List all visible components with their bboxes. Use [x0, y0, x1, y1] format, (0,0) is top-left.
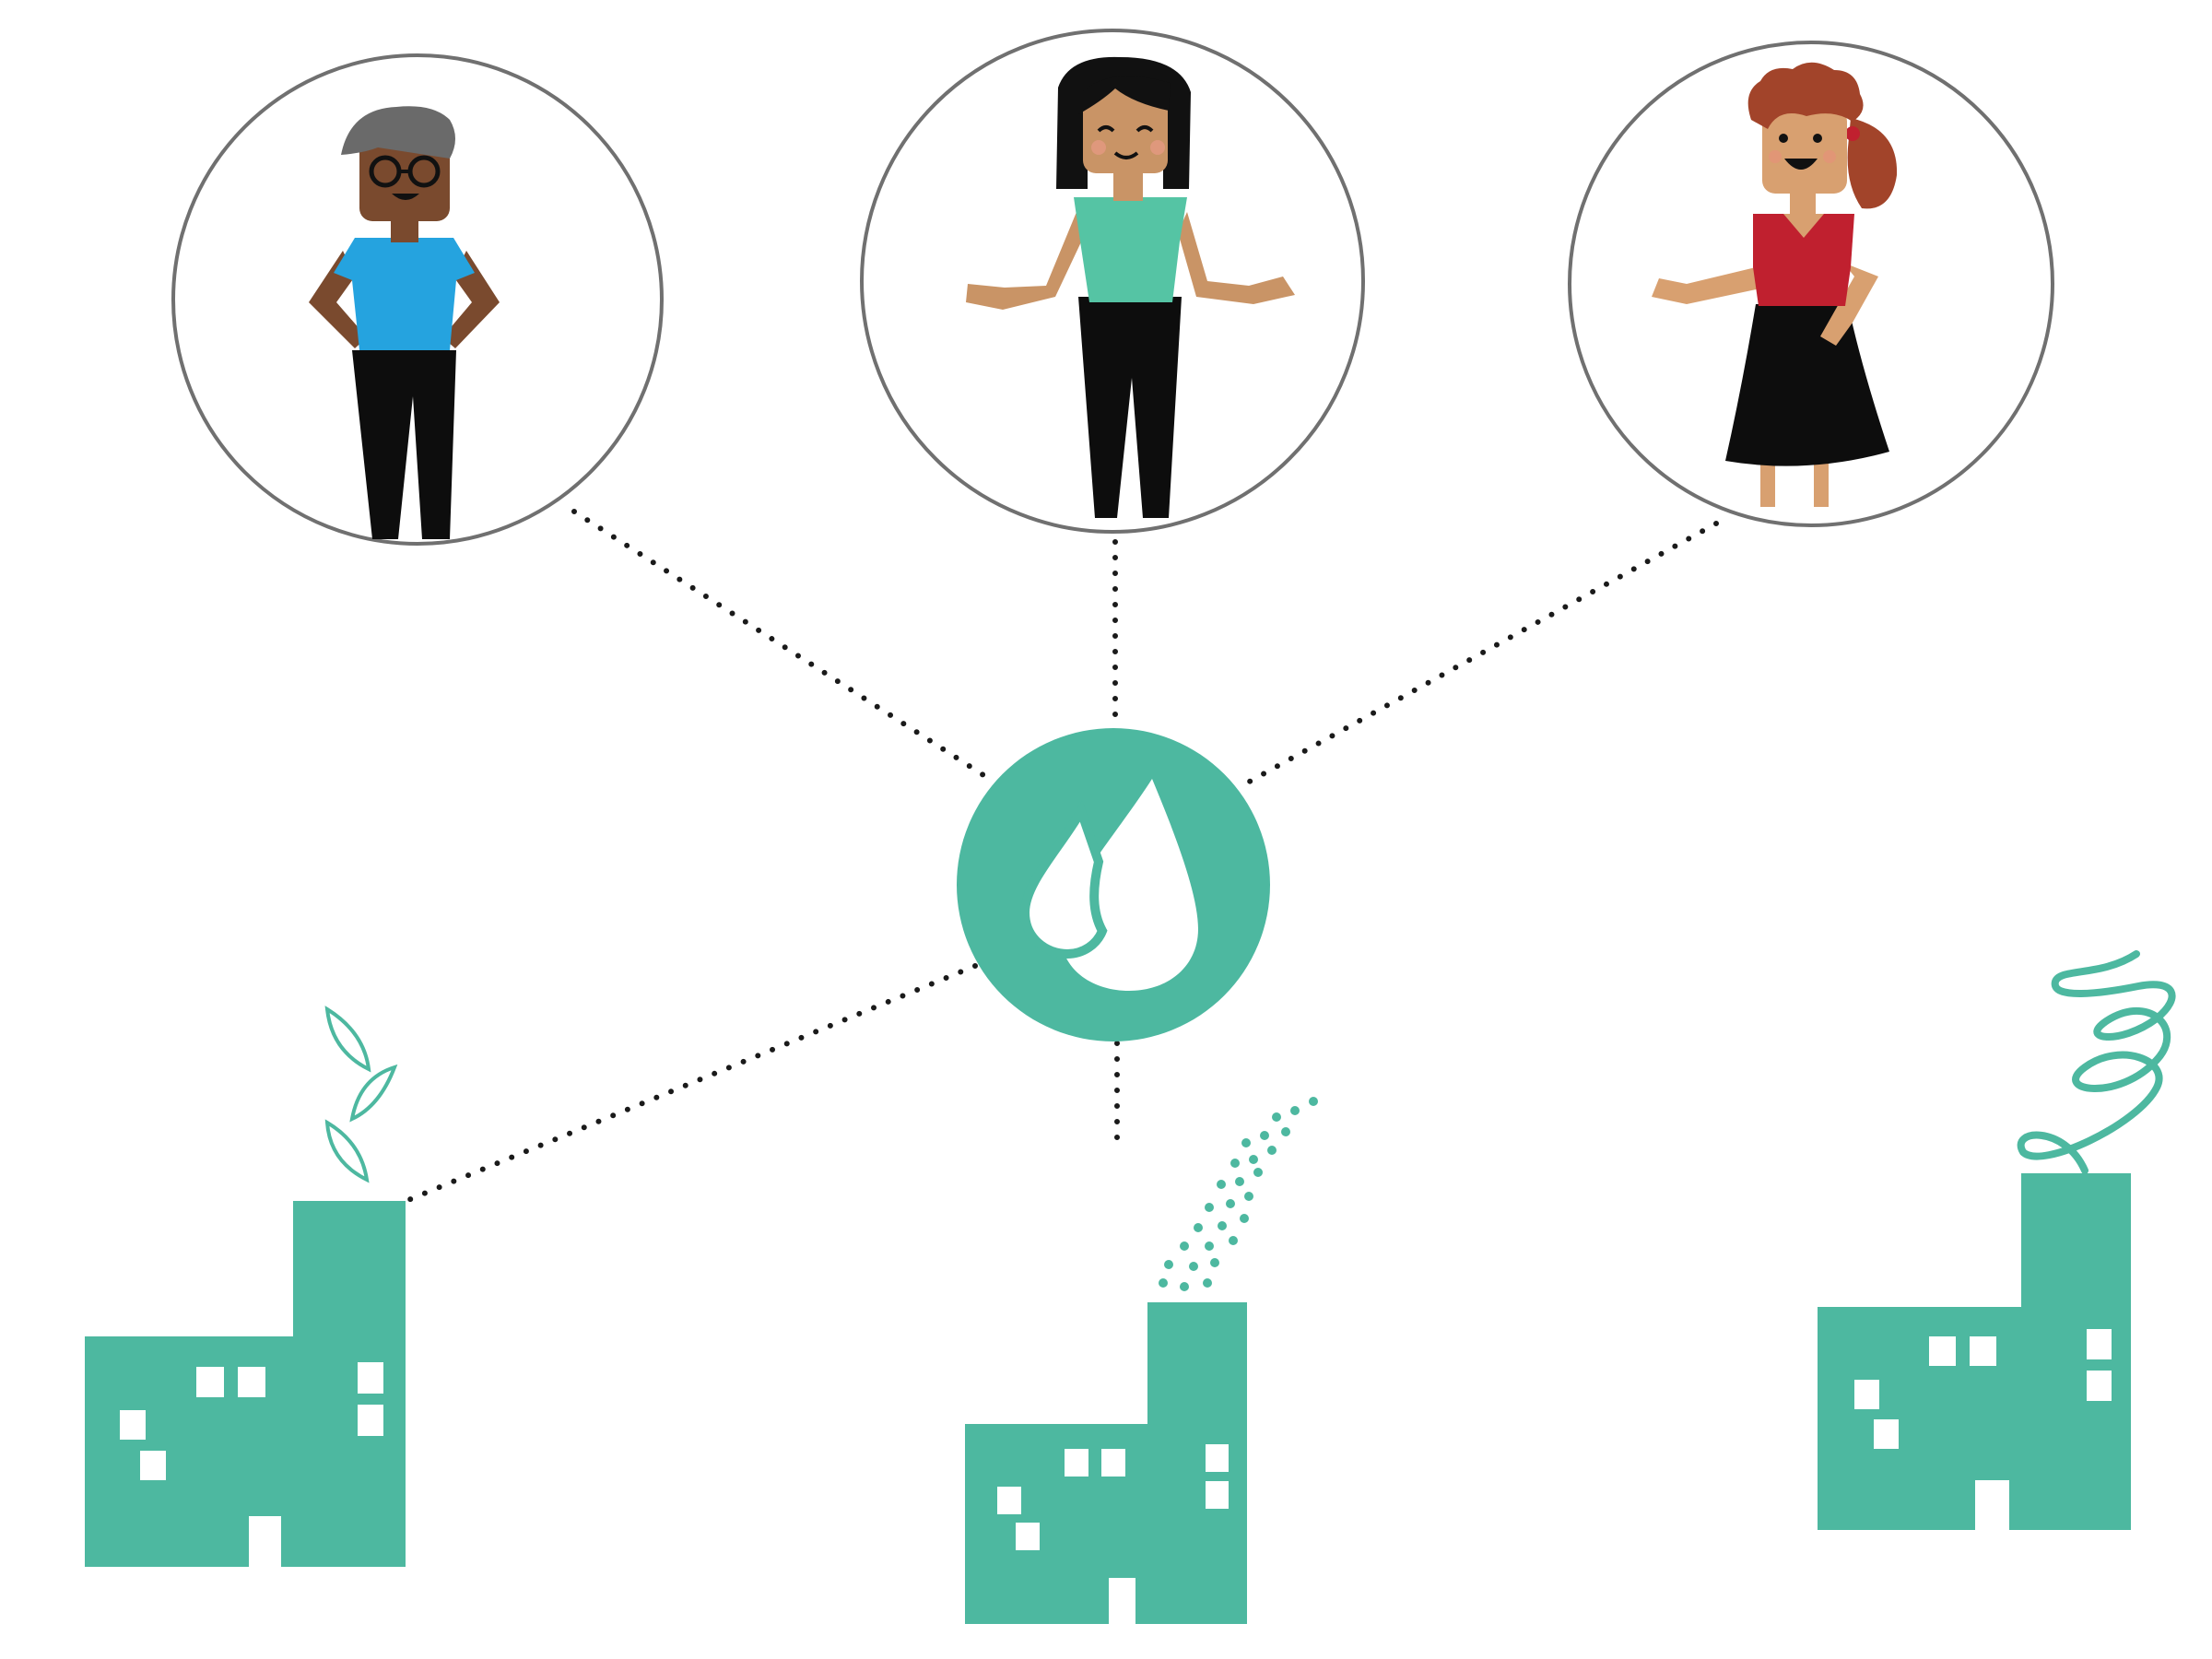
connector-factory-left — [406, 963, 978, 1203]
dots-emission-icon — [1159, 1097, 1318, 1291]
person-woman-curly-hair — [1568, 41, 2054, 527]
connector-person-right — [1243, 521, 1719, 786]
hub-node — [957, 728, 1270, 1041]
water-drops-icon — [1019, 779, 1198, 991]
person-red-dress-icon — [1652, 62, 1898, 507]
factory-windows-middle — [997, 1444, 1229, 1550]
person-older-man-glasses — [171, 53, 664, 546]
person-woman-dark-hair — [860, 29, 1365, 534]
factory-right — [1818, 950, 2176, 1530]
factory-middle — [965, 1097, 1318, 1624]
connector-person-left — [571, 509, 996, 784]
factory-windows-left — [120, 1362, 383, 1480]
factory-left — [85, 1006, 406, 1567]
connector-lines — [406, 509, 1719, 1203]
leaves-emission-icon — [324, 1006, 398, 1183]
person-arms-open-icon — [966, 56, 1295, 518]
person-with-glasses-icon — [309, 106, 500, 539]
factory-windows-right — [1854, 1329, 2112, 1449]
swirl-emission-icon — [2017, 950, 2176, 1174]
